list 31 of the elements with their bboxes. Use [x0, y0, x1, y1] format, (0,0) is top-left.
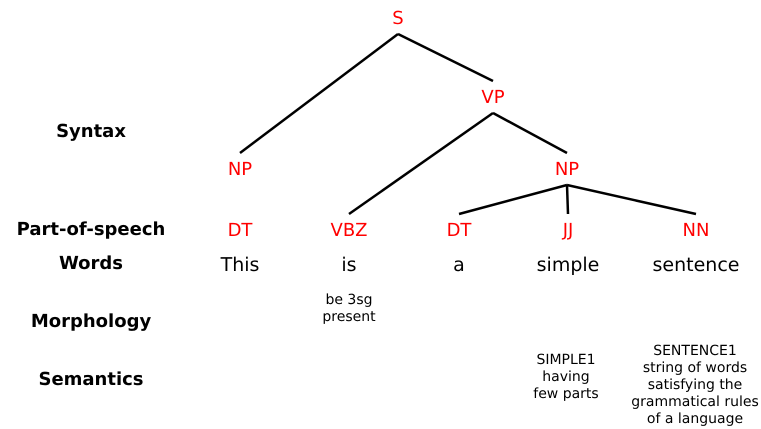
level-label: Semantics: [38, 369, 144, 391]
level-label: Morphology: [30, 311, 152, 333]
tree-branch: [566, 184, 696, 216]
word: simple: [536, 254, 600, 276]
category-label: NP: [228, 159, 252, 181]
word: sentence: [652, 254, 740, 276]
category-label: JJ: [562, 220, 574, 242]
tree-branch: [397, 32, 494, 82]
category-label: DT: [228, 220, 252, 242]
level-label: Part-of-speech: [16, 219, 166, 241]
level-label: Syntax: [56, 121, 126, 143]
semantics-text: SIMPLE1: [536, 352, 596, 369]
category-label: NN: [682, 220, 710, 242]
tree-branch: [348, 112, 494, 216]
word: a: [453, 254, 465, 276]
tree-branch: [492, 112, 568, 154]
semantics-text: SENTENCE1: [653, 343, 737, 360]
level-label: Words: [58, 253, 124, 275]
word: is: [341, 254, 357, 276]
category-label: NP: [554, 159, 580, 181]
category-label: DT: [446, 220, 472, 242]
tree-branch: [566, 184, 570, 214]
word: This: [220, 254, 260, 276]
semantics-text: string of words satisfying the grammatical rules of a language: [630, 360, 760, 428]
tree-branch: [239, 33, 399, 154]
category-label: S: [392, 8, 404, 30]
semantics-text: having few parts: [532, 369, 600, 403]
category-label: VP: [481, 87, 505, 109]
tree-branch: [458, 184, 568, 216]
category-label: VBZ: [330, 220, 368, 242]
morphology-text: be 3sg present: [321, 292, 377, 326]
